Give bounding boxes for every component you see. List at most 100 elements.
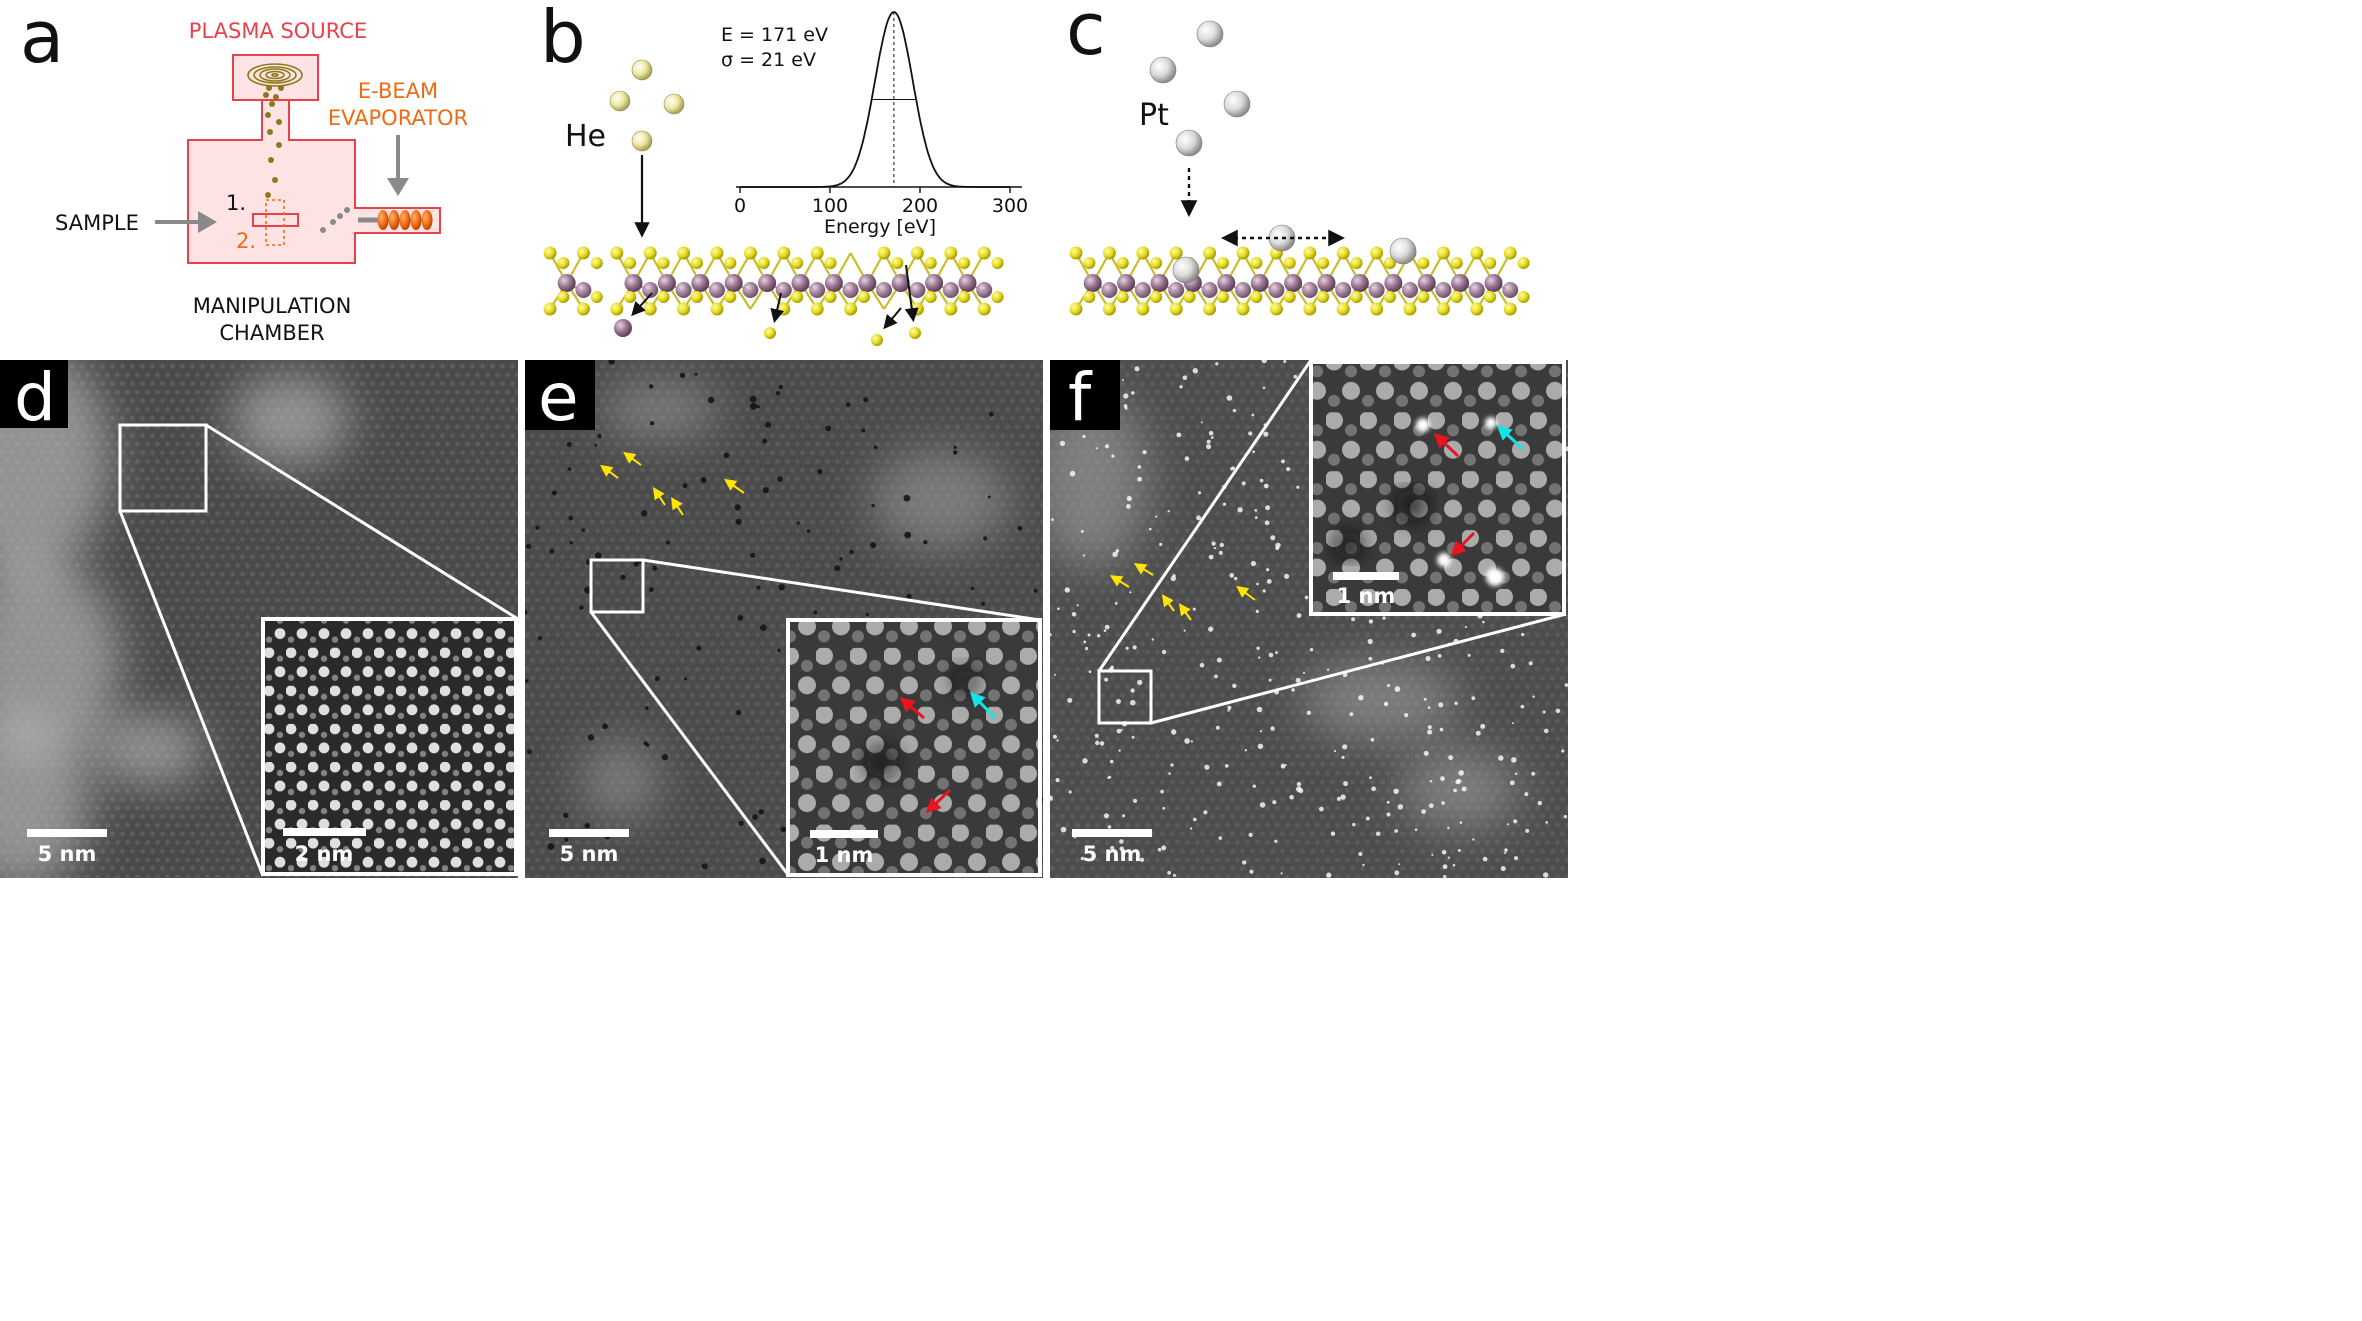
sulfur-atom	[590, 291, 603, 303]
red-arrow-f1	[1433, 432, 1460, 458]
pt-adatom-dot	[1095, 447, 1098, 450]
pt-adatom-dot	[1461, 786, 1467, 792]
pt-adatom-dot	[1511, 722, 1514, 725]
pt-adatom-dot	[1211, 541, 1216, 546]
vacancy-dot	[904, 531, 912, 539]
sulfur-atom	[791, 291, 804, 303]
vacancy-dot	[778, 584, 785, 591]
pt-adatom-dot	[1266, 579, 1272, 584]
pt-adatom-dot	[1193, 817, 1197, 822]
pt-adatom-dot	[1099, 741, 1105, 746]
metal-atom	[1134, 282, 1151, 298]
pt-adatom-dot	[1293, 374, 1298, 379]
pt-adatom-dot	[1052, 734, 1057, 739]
sulfur-atom	[690, 257, 703, 269]
sulfur-atom	[1517, 291, 1530, 303]
pt-adatom-dot	[1131, 735, 1135, 739]
pt-adatom-dot	[1365, 816, 1370, 821]
vacancy-arrows-e	[600, 451, 745, 516]
scale-bar-d-main	[27, 829, 107, 837]
pt-adatom-dot	[1173, 873, 1176, 877]
vacancy-dot	[806, 529, 811, 533]
evaporator-coil-icon	[377, 210, 433, 230]
vacancy-dot	[970, 586, 975, 591]
pt-adatom-dot	[1520, 704, 1525, 709]
vacancy-dot	[683, 677, 688, 681]
vacancy-arrows-f	[1109, 563, 1256, 621]
pt-adatom-dot	[1252, 450, 1255, 454]
vacancy-dot	[987, 495, 991, 499]
sulfur-atom	[1116, 291, 1129, 303]
metal-atom	[1201, 282, 1218, 298]
pt-atoms	[1149, 20, 1251, 157]
pt-adatom-dot	[1498, 755, 1504, 761]
pt-adatom-dot	[1537, 800, 1543, 806]
sample-position-2	[265, 199, 285, 246]
vacancy-dot	[1033, 588, 1038, 593]
metal-atom	[925, 274, 944, 292]
pt-adatom-dot	[1215, 362, 1219, 366]
pt-adatom-dot	[1170, 575, 1177, 582]
pt-adatom-dot	[1248, 431, 1253, 436]
metal-atom	[642, 282, 659, 298]
metal-atom	[1250, 274, 1269, 292]
panel-d-zoom-box	[118, 423, 208, 513]
sulfur-atom	[1383, 291, 1396, 303]
vacancy-dot	[564, 837, 569, 842]
pt-adatom-dot	[1291, 688, 1295, 692]
sulfur-atom	[1417, 291, 1430, 303]
sulfur-atom	[724, 257, 737, 269]
panel-a: a PLASMA SOURCE 1. 2. E-BEAM EVAPORATOR	[20, 0, 468, 345]
pt-adatom-dot	[1208, 626, 1214, 632]
mos2-lattice	[543, 246, 1004, 316]
pt-adatom-dot	[1206, 444, 1212, 450]
sulfur-atom	[576, 302, 590, 316]
pt-adatom-dot	[1428, 803, 1434, 809]
vacancy-dot	[694, 372, 698, 376]
sulfur-atom	[1450, 257, 1463, 269]
pt-adatom-dot	[1453, 788, 1457, 793]
pt-adatom-dot	[1208, 430, 1214, 436]
vacancy-dot	[563, 812, 569, 818]
vacancy-dot	[652, 565, 658, 571]
sample-holder	[252, 213, 299, 227]
pt-adatom-dot	[1203, 810, 1208, 815]
vacancy-dot	[535, 525, 540, 530]
pt-label: Pt	[1139, 98, 1169, 133]
pt-adatom-dot	[1507, 823, 1510, 826]
metal-atom	[1350, 274, 1369, 292]
vacancy-dot	[525, 610, 528, 615]
sulfur-atom	[610, 246, 624, 260]
pt-adatom-dot	[1370, 737, 1375, 742]
pt-adatom-dot	[1500, 648, 1505, 654]
pt-adatom-dot	[1110, 845, 1115, 851]
vacancy-dot	[845, 402, 851, 408]
pt-adatom-dot	[1190, 740, 1193, 743]
pt-adatom-dot	[1064, 587, 1071, 593]
vacancy-dot	[594, 443, 598, 447]
metal-atom	[1368, 282, 1385, 298]
pt-adatom-dot	[1085, 646, 1089, 651]
vacancy-dot	[760, 624, 767, 631]
pt-adatom-dot	[1114, 602, 1118, 605]
pt-adatom-dot	[1182, 375, 1188, 381]
pt-adatom-dot	[1440, 776, 1445, 781]
pt-adatom-dot	[1404, 713, 1409, 718]
scale-bar-e-inset	[810, 830, 878, 838]
pt-adatom-dot	[1423, 697, 1427, 701]
vacancy-dot	[750, 552, 756, 559]
pt-adatom-dot	[1421, 809, 1426, 814]
sputtered-atoms	[614, 264, 921, 346]
scale-label-e-inset: 1 nm	[815, 843, 874, 867]
pt-adatom-dot	[1296, 613, 1302, 618]
sulfur-atom	[777, 246, 791, 260]
vacancy-dot	[762, 438, 768, 444]
metal-atom	[1150, 274, 1169, 292]
scale-bar-d-inset	[283, 828, 366, 836]
pt-adatom-dot	[1244, 749, 1248, 752]
pt-adatom-dot	[1137, 465, 1142, 469]
vacancy-dot	[813, 610, 818, 615]
sulfur-atom	[1236, 246, 1250, 260]
pt-adatom-dot	[1206, 439, 1211, 444]
sulfur-atom	[643, 302, 657, 316]
